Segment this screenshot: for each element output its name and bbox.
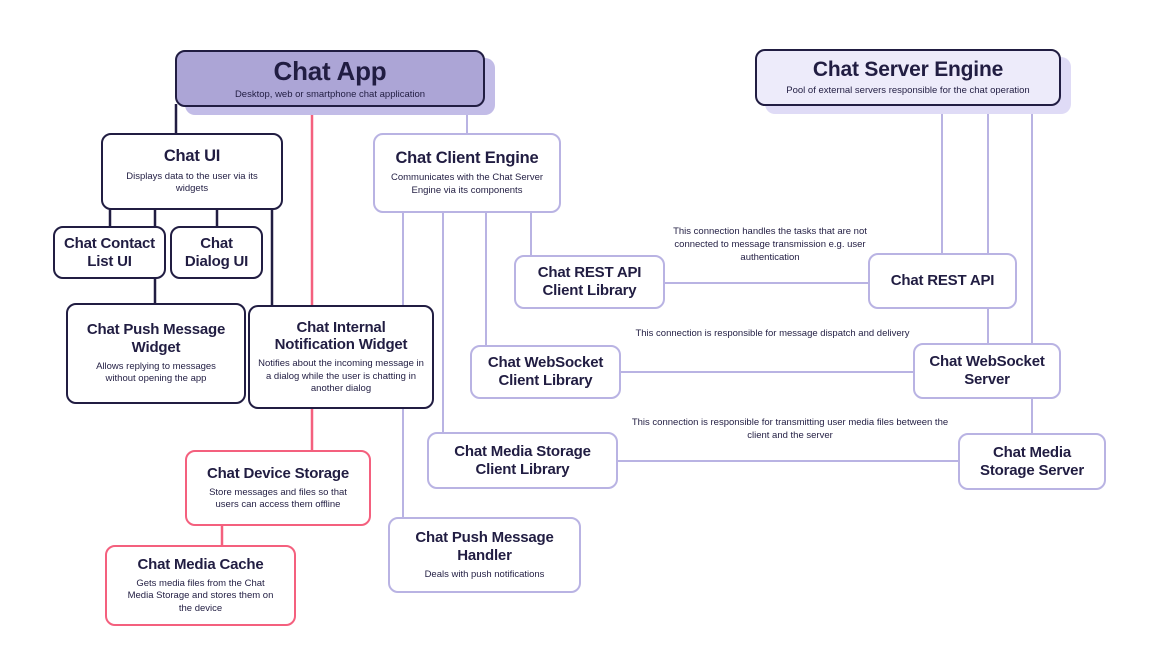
node-chat-contact-list-ui: Chat Contact List UI — [53, 226, 166, 279]
node-title: Chat Push Message Handler — [415, 529, 554, 564]
node-chat-dialog-ui: Chat Dialog UI — [170, 226, 263, 279]
node-subtitle: Notifies about the incoming message in a… — [258, 358, 424, 394]
node-subtitle: Deals with push notifications — [424, 568, 545, 580]
node-subtitle: Desktop, web or smartphone chat applicat… — [234, 88, 426, 100]
node-chat-websocket-client-library: Chat WebSocket Client Library — [470, 345, 621, 399]
node-chat-rest-api-client-library: Chat REST API Client Library — [514, 255, 665, 309]
node-chat-server-engine: Chat Server Engine Pool of external serv… — [755, 49, 1061, 106]
node-chat-app: Chat App Desktop, web or smartphone chat… — [175, 50, 485, 107]
node-chat-device-storage: Chat Device Storage Store messages and f… — [185, 450, 371, 526]
node-chat-internal-notification-widget: Chat Internal Notification Widget Notifi… — [248, 305, 434, 409]
node-title: Chat REST API — [890, 272, 995, 290]
node-title: Chat UI — [163, 147, 221, 166]
node-chat-push-message-handler: Chat Push Message Handler Deals with pus… — [388, 517, 581, 593]
node-title: Chat App — [273, 56, 387, 86]
annotation-media-connection: This connection is responsible for trans… — [631, 417, 949, 441]
node-subtitle: Store messages and files so that users c… — [209, 486, 347, 510]
node-chat-media-storage-server: Chat Media Storage Server — [958, 433, 1106, 490]
node-title: Chat Contact List UI — [64, 234, 155, 270]
node-chat-push-message-widget: Chat Push Message Widget Allows replying… — [66, 303, 246, 404]
node-chat-media-cache: Chat Media Cache Gets media files from t… — [105, 545, 296, 626]
node-title: Chat Server Engine — [812, 57, 1004, 81]
node-title: Chat Dialog UI — [184, 234, 249, 270]
node-title: Chat WebSocket Server — [929, 353, 1045, 388]
annotation-rest-connection: This connection handles the tasks that a… — [673, 226, 867, 263]
node-title: Chat REST API Client Library — [537, 264, 642, 299]
node-subtitle: Pool of external servers responsible for… — [786, 84, 1030, 96]
node-chat-websocket-server: Chat WebSocket Server — [913, 343, 1061, 399]
annotation-websocket-connection: This connection is responsible for messa… — [635, 328, 910, 339]
node-subtitle: Communicates with the Chat Server Engine… — [390, 172, 544, 196]
node-title: Chat Media Storage Server — [980, 443, 1084, 479]
node-title: Chat Internal Notification Widget — [274, 318, 408, 354]
node-chat-ui: Chat UI Displays data to the user via it… — [101, 133, 283, 210]
node-chat-rest-api: Chat REST API — [868, 253, 1017, 309]
node-title: Chat Device Storage — [206, 464, 350, 482]
node-chat-client-engine: Chat Client Engine Communicates with the… — [373, 133, 561, 213]
node-subtitle: Displays data to the user via its widget… — [126, 170, 258, 195]
node-subtitle: Gets media files from the Chat Media Sto… — [127, 577, 274, 614]
node-title: Chat Media Cache — [137, 556, 264, 574]
node-title: Chat Push Message Widget — [86, 321, 226, 357]
node-title: Chat Client Engine — [395, 148, 539, 167]
node-chat-media-storage-client-library: Chat Media Storage Client Library — [427, 432, 618, 489]
node-subtitle: Allows replying to messages without open… — [96, 360, 216, 385]
node-title: Chat WebSocket Client Library — [487, 354, 604, 389]
node-title: Chat Media Storage Client Library — [454, 442, 591, 478]
